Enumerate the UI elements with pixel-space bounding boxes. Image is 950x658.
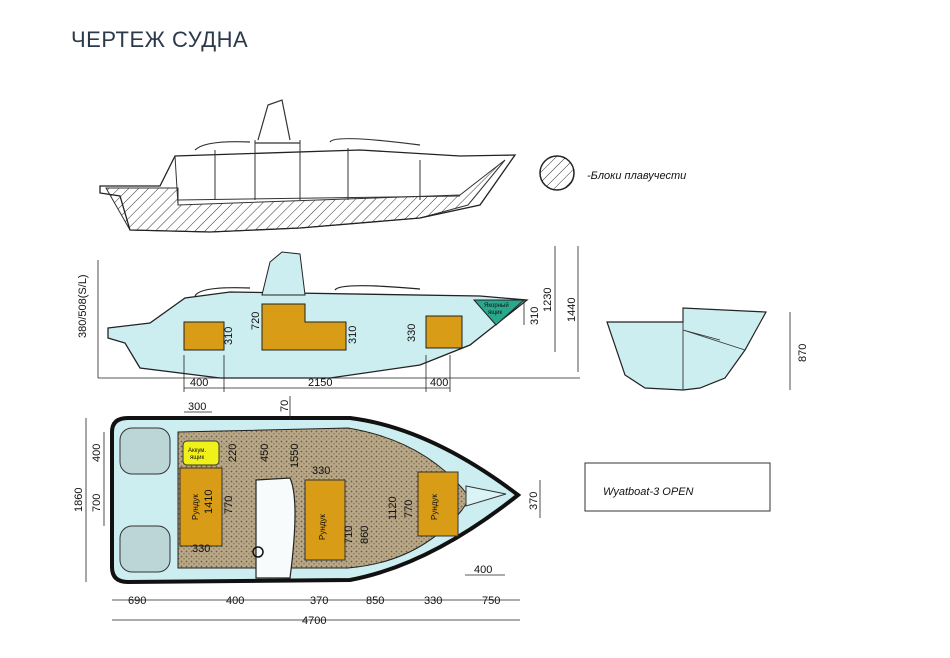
stern-storage-1 [119, 427, 171, 475]
dim-b-690: 690 [128, 595, 146, 607]
dim-front-870: 870 [797, 344, 809, 362]
dim-b-400: 400 [226, 595, 244, 607]
dim-left-400: 400 [91, 444, 103, 462]
battery-box-label-1: Аккум. [188, 448, 206, 454]
anchor-locker [472, 299, 526, 326]
dim-len-400b: 400 [430, 377, 448, 389]
dim-left-1860: 1860 [73, 488, 85, 512]
dim-b-750: 750 [482, 595, 500, 607]
anchor-locker-label-2: ящик [488, 310, 503, 316]
legend: -Блоки плавучести [539, 155, 686, 191]
front-view: 870 [606, 307, 809, 391]
dim-height-side: 380/508(S/L) [77, 274, 89, 338]
dim-total-4700: 4700 [302, 615, 326, 627]
locker-front [417, 471, 459, 537]
buoyancy-legend-icon [539, 155, 575, 191]
dim-height-1440: 1440 [566, 298, 578, 322]
bow-locker [465, 485, 507, 507]
model-label-box: Wyatboat-3 OPEN [584, 462, 771, 512]
console [255, 477, 296, 579]
locker-rear [179, 467, 223, 547]
dim-v-220: 220 [227, 444, 239, 462]
dim-bow-370: 370 [528, 492, 540, 510]
plan-view: Аккум. ящик Рундук Рундук Рундук 300 70 … [73, 396, 541, 627]
hull-outline [99, 149, 517, 233]
dim-b-330: 330 [424, 595, 442, 607]
page-title: ЧЕРТЕЖ СУДНА [71, 27, 249, 52]
dim-v-770: 770 [223, 496, 235, 514]
dim-seat-310b: 310 [347, 326, 359, 344]
stern-storage-2 [119, 525, 171, 573]
locker-label-1: Рундук [191, 494, 200, 520]
locker-center [304, 479, 346, 561]
dim-v-770b: 770 [403, 500, 415, 518]
anchor-locker-label-1: Якорный [484, 302, 509, 309]
model-label: Wyatboat-3 OPEN [603, 486, 694, 498]
dim-v-450: 450 [259, 444, 271, 462]
dim-len-2150: 2150 [308, 377, 332, 389]
dim-v-710: 710 [343, 526, 355, 544]
dim-height-1230: 1230 [542, 288, 554, 312]
dim-seat-330: 330 [406, 324, 418, 342]
side-profile-view: Якорный ящик 380/508(S/L) 310 720 310 33… [77, 246, 580, 392]
seat-block-2 [261, 303, 347, 351]
dim-v-1550: 1550 [289, 444, 301, 468]
dim-len-400a: 400 [190, 377, 208, 389]
legend-label: -Блоки плавучести [587, 170, 686, 182]
dim-v-1120: 1120 [387, 496, 399, 520]
dim-seat-310a: 310 [223, 327, 235, 345]
dim-b-850: 850 [366, 595, 384, 607]
dim-top-70: 70 [279, 400, 291, 412]
dim-v-330: 330 [312, 465, 330, 477]
locker-label-2: Рундук [318, 514, 327, 540]
seat-block-1 [183, 321, 225, 351]
dim-v-1410: 1410 [203, 490, 215, 514]
dim-h-330: 330 [192, 543, 210, 555]
battery-box [182, 440, 220, 466]
locker-label-3: Рундук [430, 494, 439, 520]
dim-b-370: 370 [310, 595, 328, 607]
side-section-view [99, 99, 517, 233]
dim-bow-310: 310 [529, 307, 541, 325]
dim-bow-400: 400 [474, 564, 492, 576]
seat-block-3 [425, 315, 463, 349]
dim-top-300: 300 [188, 401, 206, 413]
dim-seat-720: 720 [250, 312, 262, 330]
steering-wheel [252, 546, 264, 558]
battery-box-label-2: ящик [190, 455, 205, 461]
dim-left-700: 700 [91, 494, 103, 512]
dim-v-860: 860 [359, 526, 371, 544]
